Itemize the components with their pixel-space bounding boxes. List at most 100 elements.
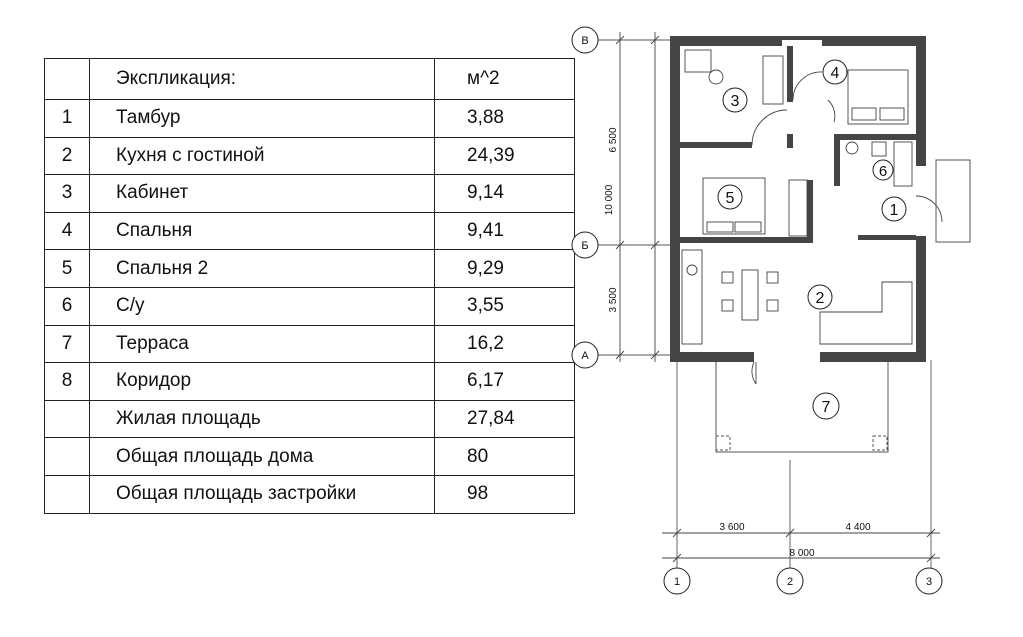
bed-bedroom-2 (702, 177, 766, 235)
room-label-4: 4 (831, 65, 840, 82)
axis-label-3: 3 (926, 576, 932, 588)
kitchen-counter (681, 249, 703, 345)
dim-horizontal-right: 4 400 (845, 522, 870, 533)
header-name-cell: Экспликация: (89, 58, 435, 100)
row-name: Спальня 2 (89, 249, 435, 288)
row-name: Кабинет (89, 174, 435, 213)
room-marker-6 (872, 159, 894, 181)
floor-plan-drawing: 6 500 3 500 10 000 3 600 4 400 8 000 В Б… (571, 26, 971, 595)
table-row: 8 Коридор 6,17 (44, 362, 575, 401)
row-value: 3,88 (434, 99, 575, 138)
header-unit-cell: м^2 (434, 58, 575, 100)
table-row: 7 Терраса 16,2 (44, 324, 575, 364)
total-name: Жилая площадь (89, 399, 435, 439)
axis-marker-b (571, 231, 599, 259)
table-row: 2 Кухня с гостиной 24,39 (44, 136, 575, 176)
row-name: Кухня с гостиной (89, 136, 435, 176)
room-markers (717, 59, 907, 420)
row-value: 16,2 (434, 324, 575, 364)
sofa (819, 281, 913, 345)
room-label-7: 7 (822, 399, 831, 416)
table-row: 4 Спальня 9,41 (44, 211, 575, 251)
table-header-row: Экспликация: м^2 (44, 58, 575, 100)
row-name: Тамбур (89, 99, 435, 138)
interior-walls (680, 46, 916, 243)
shower (893, 141, 913, 187)
axis-marker-a (571, 341, 599, 369)
explication-table-wrapper: Экспликация: м^2 1 Тамбур 3,88 2 Кухня с… (44, 58, 575, 514)
room-marker-1 (881, 196, 907, 222)
door-swings (751, 71, 943, 385)
row-number: 7 (44, 324, 90, 364)
axis-marker-1 (663, 567, 691, 595)
axis-marker-3 (915, 567, 943, 595)
dim-horizontal-left: 3 600 (719, 522, 744, 533)
table-total-row: Общая площадь дома 80 (44, 437, 575, 476)
row-number-empty (44, 474, 90, 514)
table-row: 3 Кабинет 9,14 (44, 174, 575, 213)
dimension-lines (615, 32, 940, 563)
header-number-cell (44, 58, 90, 100)
table-row: 1 Тамбур 3,88 (44, 99, 575, 138)
room-label-2: 2 (816, 290, 825, 307)
row-name: Коридор (89, 362, 435, 401)
row-value: 3,55 (434, 286, 575, 326)
total-value: 98 (434, 474, 575, 514)
axis-label-v: В (581, 35, 588, 47)
row-number: 4 (44, 211, 90, 251)
terrace-outline (715, 159, 971, 453)
table-total-row: Жилая площадь 27,84 (44, 399, 575, 439)
axis-label-1: 1 (674, 576, 680, 588)
axis-marker-2 (776, 567, 804, 595)
row-name: Терраса (89, 324, 435, 364)
bed-bedroom-1 (847, 69, 909, 125)
row-number: 2 (44, 136, 90, 176)
axis-markers (571, 26, 943, 595)
row-value: 9,14 (434, 174, 575, 213)
row-value: 9,29 (434, 249, 575, 288)
exterior-walls (670, 36, 926, 362)
total-value: 27,84 (434, 399, 575, 439)
row-name: Спальня (89, 211, 435, 251)
axis-marker-v (571, 26, 599, 54)
row-number: 5 (44, 249, 90, 288)
row-number: 6 (44, 286, 90, 326)
axis-label-b: Б (581, 240, 588, 252)
row-value: 24,39 (434, 136, 575, 176)
row-value: 9,41 (434, 211, 575, 251)
room-marker-7 (812, 392, 840, 420)
row-value: 6,17 (434, 362, 575, 401)
row-name: С/у (89, 286, 435, 326)
furniture (681, 49, 913, 345)
room-marker-2 (807, 284, 833, 310)
table-total-row: Общая площадь застройки 98 (44, 474, 575, 514)
dining-table (741, 269, 759, 321)
dim-vertical-bottom: 3 500 (608, 287, 619, 312)
room-marker-5 (717, 184, 743, 210)
row-number-empty (44, 437, 90, 476)
table-row: 5 Спальня 2 9,29 (44, 249, 575, 288)
dim-horizontal-total: 8 000 (789, 548, 814, 559)
axis-label-2: 2 (787, 576, 793, 588)
row-number: 3 (44, 174, 90, 213)
table-row: 6 С/у 3,55 (44, 286, 575, 326)
dim-vertical-top: 6 500 (608, 127, 619, 152)
row-number: 8 (44, 362, 90, 401)
room-marker-4 (822, 59, 848, 85)
room-label-3: 3 (731, 93, 740, 110)
total-value: 80 (434, 437, 575, 476)
total-name: Общая площадь дома (89, 437, 435, 476)
wardrobe-study (762, 55, 784, 105)
room-label-1: 1 (890, 202, 899, 219)
total-name: Общая площадь застройки (89, 474, 435, 514)
room-marker-3 (722, 87, 748, 113)
room-label-6: 6 (879, 163, 887, 180)
row-number: 1 (44, 99, 90, 138)
wardrobe-bedroom-2 (788, 179, 808, 237)
room-label-5: 5 (726, 190, 735, 207)
desk-study (684, 49, 712, 73)
axis-label-a: А (581, 350, 589, 362)
dim-vertical-total: 10 000 (604, 184, 615, 215)
explication-table: Экспликация: м^2 1 Тамбур 3,88 2 Кухня с… (44, 58, 575, 514)
row-number-empty (44, 399, 90, 439)
